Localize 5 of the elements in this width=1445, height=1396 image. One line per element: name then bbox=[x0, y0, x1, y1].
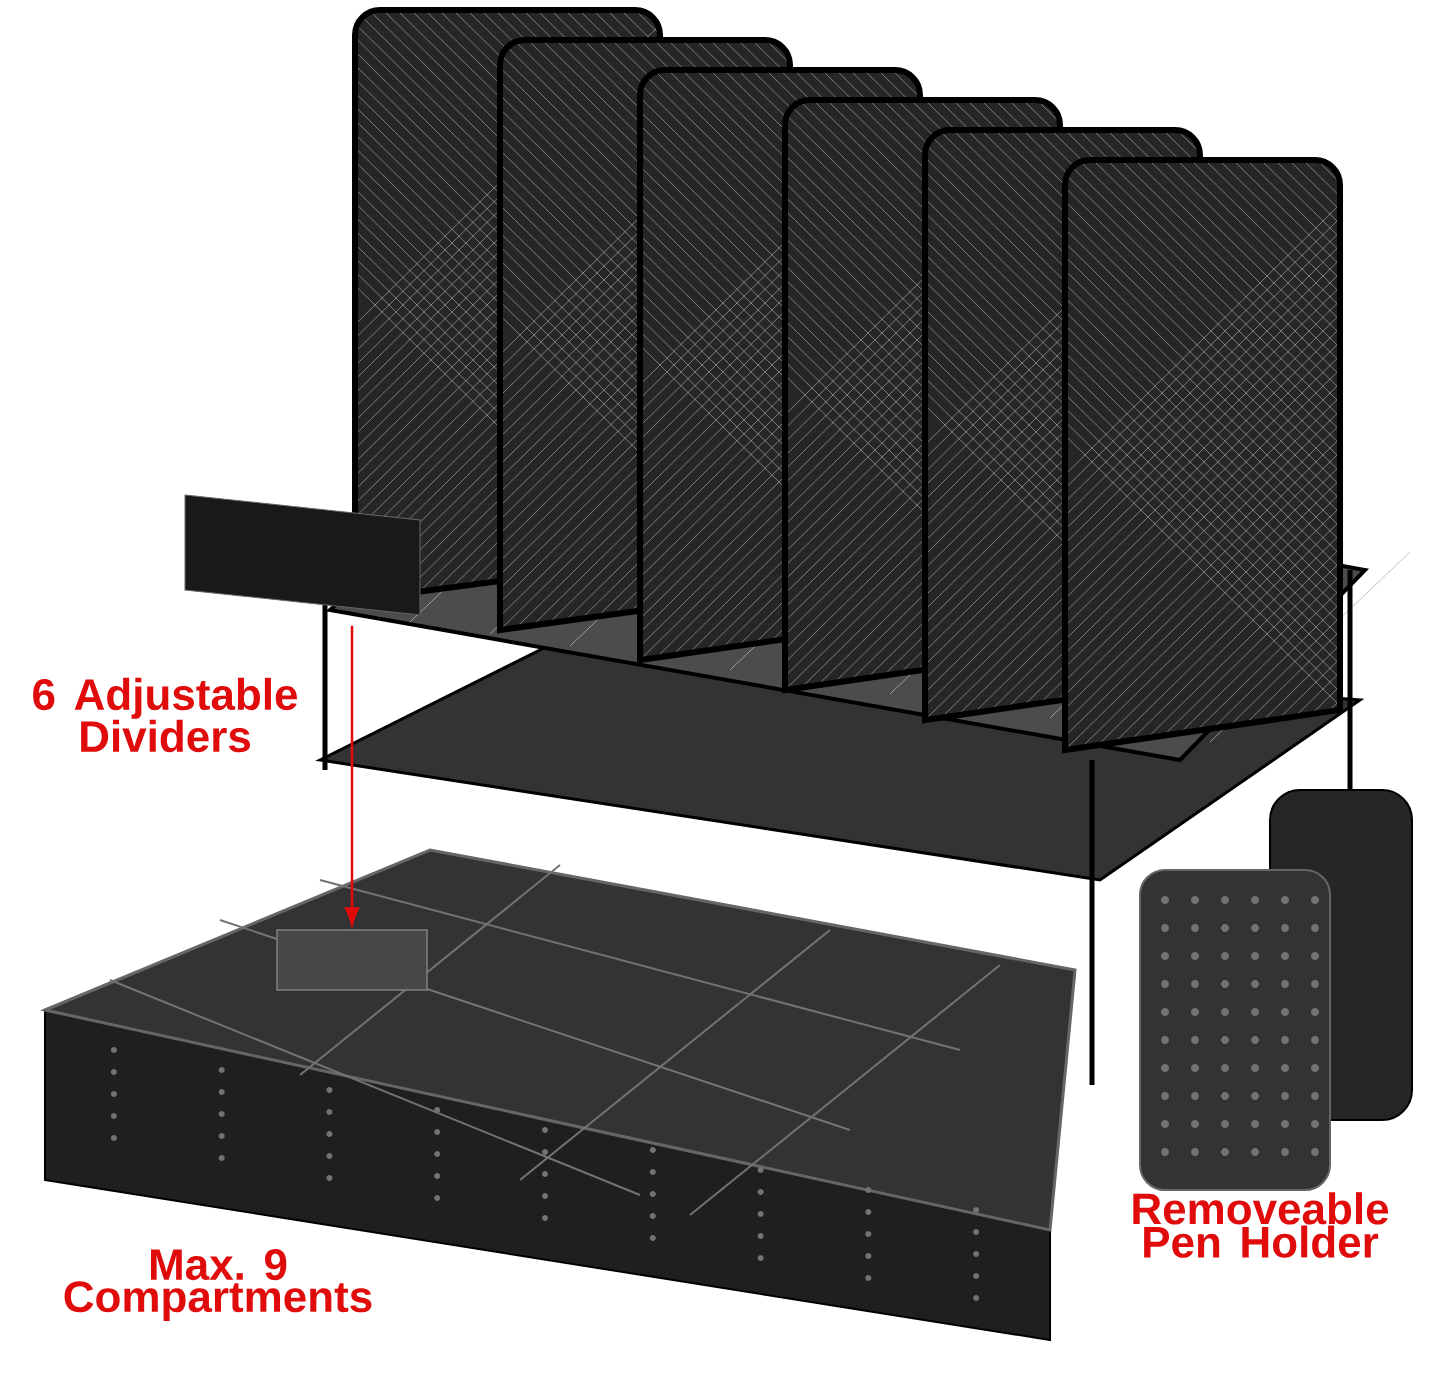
callout-text: 6 Adjustable Dividers bbox=[33, 677, 297, 753]
compartment bbox=[276, 929, 428, 991]
callout-text: Removeable Pen Holder bbox=[1133, 1192, 1389, 1258]
arrow bbox=[344, 625, 360, 926]
callout-text: Max. 9 Compartments bbox=[64, 1249, 372, 1321]
